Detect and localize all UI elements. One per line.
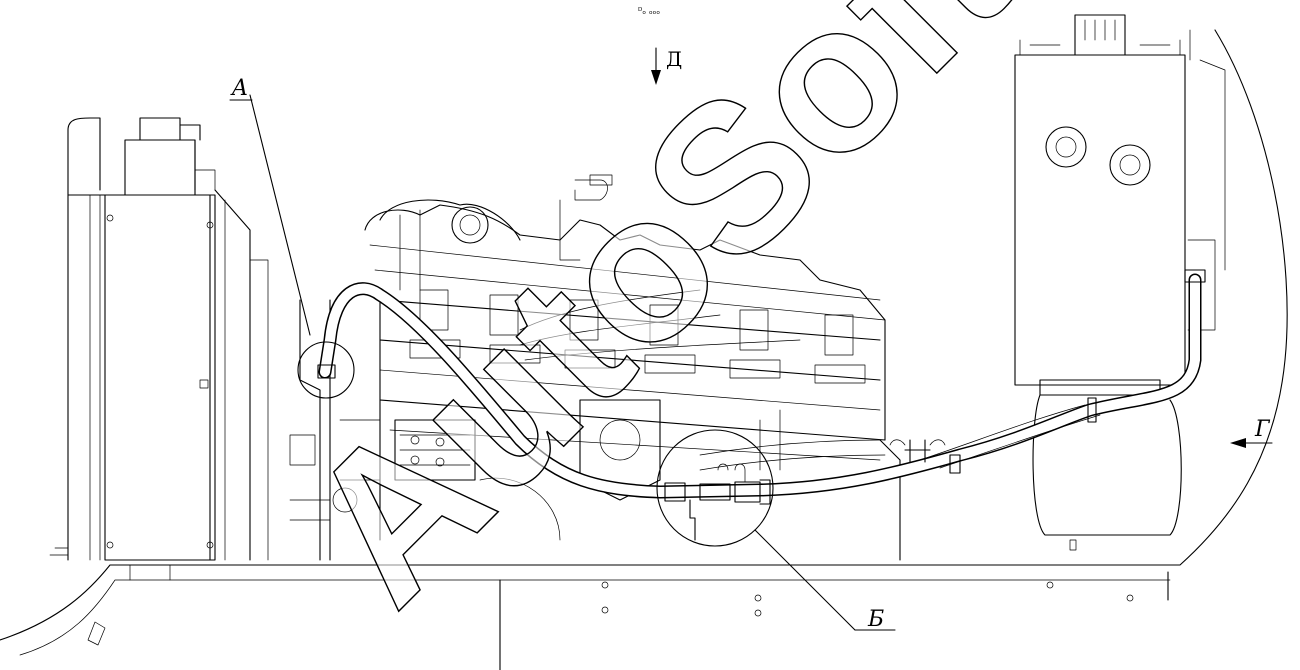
detail-callout-b: Б (656, 429, 896, 632)
fuel-hose-main (318, 269, 1206, 499)
radiator-assembly (49, 117, 269, 581)
view-arrow-g: Г (1230, 417, 1273, 448)
view-label-g: Г (1254, 417, 1271, 442)
view-arrow-d: Д (651, 47, 682, 85)
fuel-valve-assembly (664, 463, 771, 541)
callout-label-a: A (230, 76, 248, 101)
detail-callout-a: A (229, 76, 355, 399)
callout-label-b: Б (867, 607, 884, 632)
view-label-d: Д (666, 47, 682, 71)
drawing-top-mark: ᴰₒ ₒₒₒ (638, 7, 660, 17)
